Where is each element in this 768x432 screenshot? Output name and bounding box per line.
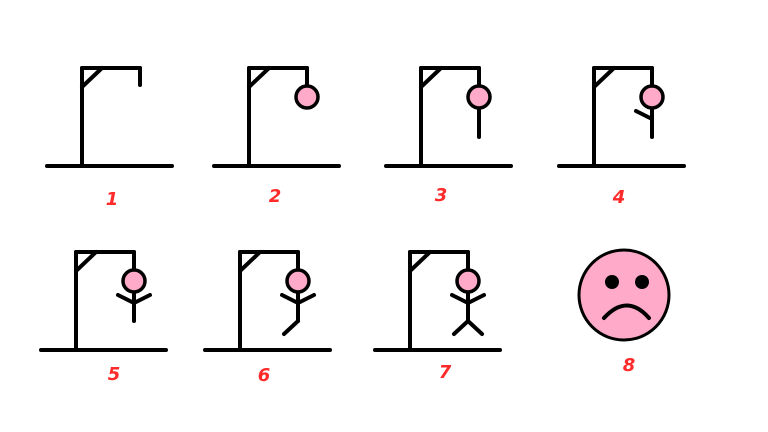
left-arm xyxy=(634,109,654,121)
stage-label: 2 xyxy=(269,186,282,207)
stage-1: 1 xyxy=(45,66,174,210)
stage-label: 5 xyxy=(108,364,121,385)
stage-6: 6 xyxy=(203,250,332,386)
left-leg xyxy=(452,319,470,336)
gallows-brace xyxy=(408,250,432,273)
stage-7: 7 xyxy=(373,250,502,383)
head xyxy=(294,84,320,110)
gallows-brace xyxy=(80,66,104,89)
stage-8: 8 xyxy=(577,248,671,376)
stage-label: 7 xyxy=(439,362,452,383)
stage-label: 4 xyxy=(612,187,626,208)
gallows-brace xyxy=(592,66,616,89)
stage-label: 3 xyxy=(435,185,448,206)
right-arm xyxy=(132,293,152,305)
head xyxy=(639,84,665,110)
stage-5: 5 xyxy=(39,250,168,385)
right-eye xyxy=(635,275,649,289)
stage-label: 6 xyxy=(258,365,271,386)
stage-label: 1 xyxy=(106,189,119,210)
right-leg xyxy=(466,319,484,336)
gallows-brace xyxy=(74,250,98,273)
left-arm xyxy=(116,293,136,305)
left-arm xyxy=(450,293,470,305)
head xyxy=(455,268,481,294)
left-leg xyxy=(282,319,300,336)
stage-2: 2 xyxy=(212,66,341,207)
frown xyxy=(602,303,651,320)
gallows-brace xyxy=(247,66,271,89)
right-arm xyxy=(296,293,316,305)
right-arm xyxy=(466,293,486,305)
head xyxy=(466,84,492,110)
gallows-brace xyxy=(238,250,262,273)
left-arm xyxy=(280,293,300,305)
gallows-brace xyxy=(419,66,443,89)
sad-face-icon xyxy=(577,248,671,342)
stage-4: 4 xyxy=(557,66,686,208)
stage-label: 8 xyxy=(623,355,636,376)
left-eye xyxy=(605,275,619,289)
head xyxy=(285,268,311,294)
head xyxy=(121,268,147,294)
stage-3: 3 xyxy=(384,66,513,206)
